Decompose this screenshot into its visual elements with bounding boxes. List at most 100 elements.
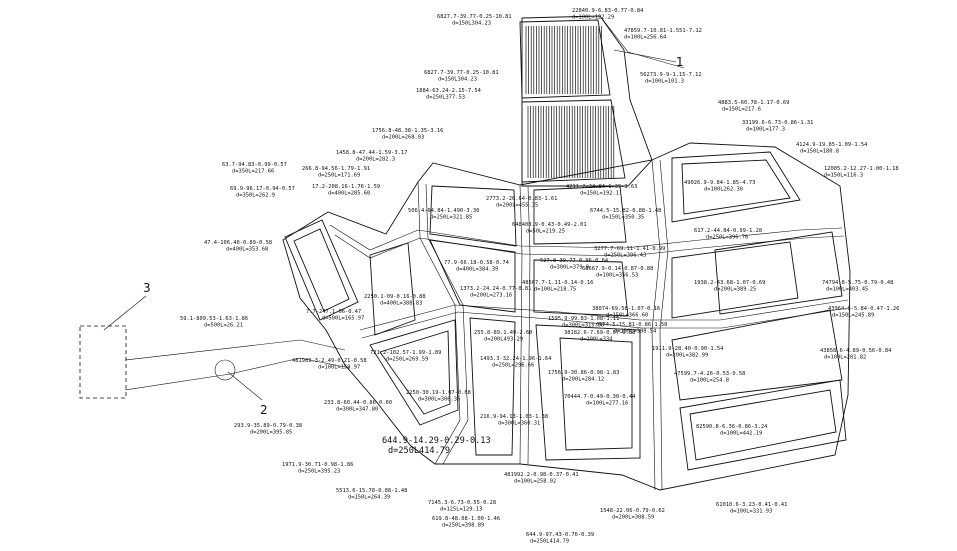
road-line-5 bbox=[519, 184, 523, 465]
road-line-2 bbox=[334, 234, 845, 259]
marker-3-leader bbox=[103, 295, 147, 331]
block-r-1 bbox=[671, 151, 801, 223]
hatched-block-mid bbox=[521, 99, 626, 183]
block-c-4 bbox=[533, 259, 629, 317]
hatched-block-top bbox=[519, 19, 611, 99]
marker-3: 3 bbox=[143, 281, 151, 295]
block-left-2 bbox=[293, 228, 350, 312]
road-line-8 bbox=[659, 159, 669, 491]
block-outlines bbox=[79, 15, 851, 491]
hatch-top-block bbox=[525, 26, 602, 94]
marker-1-leader bbox=[613, 49, 677, 63]
block-left-3 bbox=[369, 242, 416, 336]
main-outer-boundary bbox=[282, 142, 851, 491]
road-line-4 bbox=[361, 307, 849, 339]
road-line-7 bbox=[651, 159, 661, 491]
hatch-mid-block bbox=[527, 106, 615, 178]
road-line-3 bbox=[359, 299, 849, 331]
road-line-10 bbox=[425, 183, 469, 465]
trunk-line-bottom bbox=[124, 357, 351, 391]
block-b-8 bbox=[689, 389, 837, 461]
block-b-5 bbox=[559, 337, 633, 451]
marker-1: 1 bbox=[676, 55, 684, 69]
block-b-4 bbox=[535, 324, 641, 461]
manhole-circle bbox=[214, 359, 236, 381]
block-left-1 bbox=[284, 219, 359, 321]
block-r-2 bbox=[681, 159, 791, 215]
block-b-3 bbox=[469, 317, 516, 456]
road-line-6 bbox=[527, 185, 531, 465]
block-r-4 bbox=[714, 231, 843, 315]
block-b-2 bbox=[379, 330, 451, 415]
top-outer-outline bbox=[521, 15, 653, 187]
outfall-area bbox=[79, 325, 127, 399]
block-b-6 bbox=[671, 309, 843, 401]
block-b-7 bbox=[679, 379, 847, 471]
marker-2-leader bbox=[227, 371, 263, 401]
top-right-edge bbox=[599, 15, 685, 69]
trunk-line-top bbox=[124, 339, 346, 361]
block-c-3 bbox=[533, 185, 627, 245]
block-c-1 bbox=[429, 239, 516, 313]
road-line-9 bbox=[417, 181, 461, 465]
block-c-2 bbox=[429, 185, 517, 247]
